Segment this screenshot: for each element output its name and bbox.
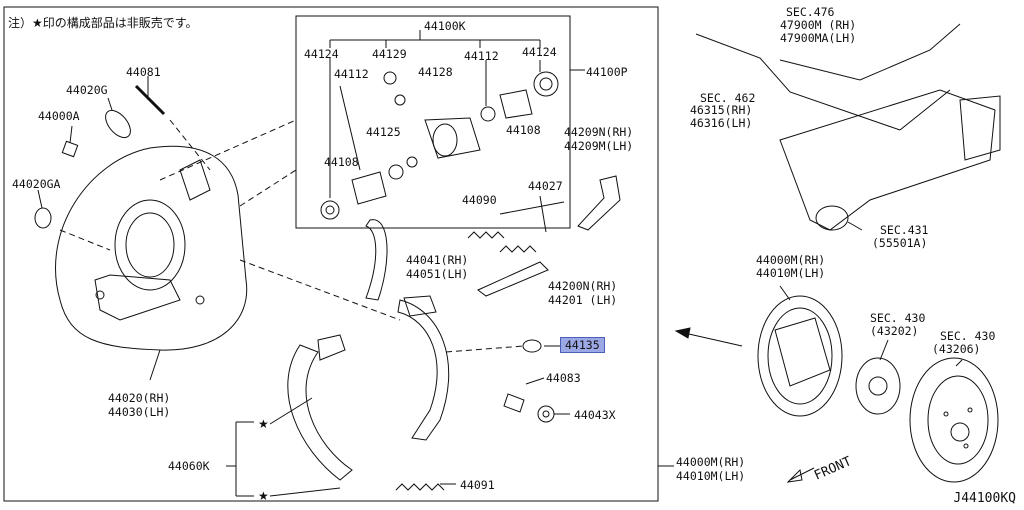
label-44201[interactable]: 44201 (LH): [548, 293, 618, 307]
label-44020G[interactable]: 44020G: [66, 83, 108, 97]
clip-part: [522, 339, 542, 353]
label-44000M-right[interactable]: 44000M(RH): [756, 253, 826, 267]
label-44100K[interactable]: 44100K: [424, 19, 466, 33]
label-47900M[interactable]: 47900M (RH): [780, 18, 857, 32]
label-44108b[interactable]: 44108: [506, 123, 541, 137]
label-sec431[interactable]: SEC.431: [880, 223, 929, 237]
label-44135-highlighted[interactable]: 44135: [560, 337, 605, 353]
wheel-cylinder-parts: [320, 58, 559, 220]
diagram-reference-code: J44100KQ: [953, 491, 1016, 506]
label-sec476[interactable]: SEC.476: [786, 5, 835, 19]
label-44209N[interactable]: 44209N(RH): [564, 125, 634, 139]
label-44010M-right[interactable]: 44010M(LH): [756, 266, 826, 280]
label-44124b[interactable]: 44124: [522, 45, 557, 59]
label-44200N[interactable]: 44200N(RH): [548, 279, 618, 293]
label-44100P[interactable]: 44100P: [586, 65, 628, 79]
label-44083[interactable]: 44083: [546, 371, 581, 385]
label-43206[interactable]: (43206): [932, 342, 981, 356]
label-44081[interactable]: 44081: [126, 65, 161, 79]
label-44129[interactable]: 44129: [372, 47, 407, 61]
lever-part: [577, 175, 621, 231]
label-44091[interactable]: 44091: [460, 478, 495, 492]
axle-assembly: [695, 23, 1001, 231]
cylinder-kit-frame: [295, 15, 571, 229]
label-44090[interactable]: 44090: [462, 193, 497, 207]
strut-part: [499, 201, 565, 215]
label-44128[interactable]: 44128: [418, 65, 453, 79]
label-44010M-main[interactable]: 44010M(LH): [676, 469, 746, 483]
label-44060K[interactable]: 44060K: [168, 459, 210, 473]
label-55501A[interactable]: (55501A): [872, 236, 928, 250]
label-44027[interactable]: 44027: [528, 179, 563, 193]
label-44051[interactable]: 44051(LH): [406, 267, 469, 281]
label-44030[interactable]: 44030(LH): [108, 405, 171, 419]
note-text: 注）★印の構成部品は非販売です。: [8, 16, 198, 30]
link-part: [365, 219, 388, 301]
label-44209M[interactable]: 44209M(LH): [564, 139, 634, 153]
label-44112b[interactable]: 44112: [464, 49, 499, 63]
spring-44090: [467, 231, 505, 239]
adjuster-part: [477, 261, 549, 297]
brake-assembly-right: [757, 295, 999, 483]
label-46316[interactable]: 46316(LH): [690, 116, 753, 130]
label-sec430a[interactable]: SEC. 430: [870, 311, 926, 325]
label-44000A[interactable]: 44000A: [38, 109, 80, 123]
label-44112a[interactable]: 44112: [334, 67, 369, 81]
label-47900MA[interactable]: 47900MA(LH): [780, 31, 857, 45]
backing-plate: [55, 145, 248, 351]
label-44041[interactable]: 44041(RH): [406, 253, 469, 267]
label-46315[interactable]: 46315(RH): [690, 103, 753, 117]
svg-text:★: ★: [258, 489, 269, 503]
main-frame: [3, 6, 659, 502]
label-44124a[interactable]: 44124: [304, 47, 339, 61]
label-43202[interactable]: (43202): [870, 324, 919, 338]
label-44108a[interactable]: 44108: [324, 155, 359, 169]
label-44043X[interactable]: 44043X: [574, 408, 616, 422]
label-44000M-main[interactable]: 44000M(RH): [676, 455, 746, 469]
svg-text:★: ★: [258, 417, 269, 431]
label-44020[interactable]: 44020(RH): [108, 391, 171, 405]
label-44125[interactable]: 44125: [366, 125, 401, 139]
brake-shoes: [287, 295, 450, 481]
label-sec462[interactable]: SEC. 462: [700, 91, 756, 105]
label-sec430b[interactable]: SEC. 430: [940, 329, 996, 343]
label-44020GA[interactable]: 44020GA: [12, 177, 61, 191]
